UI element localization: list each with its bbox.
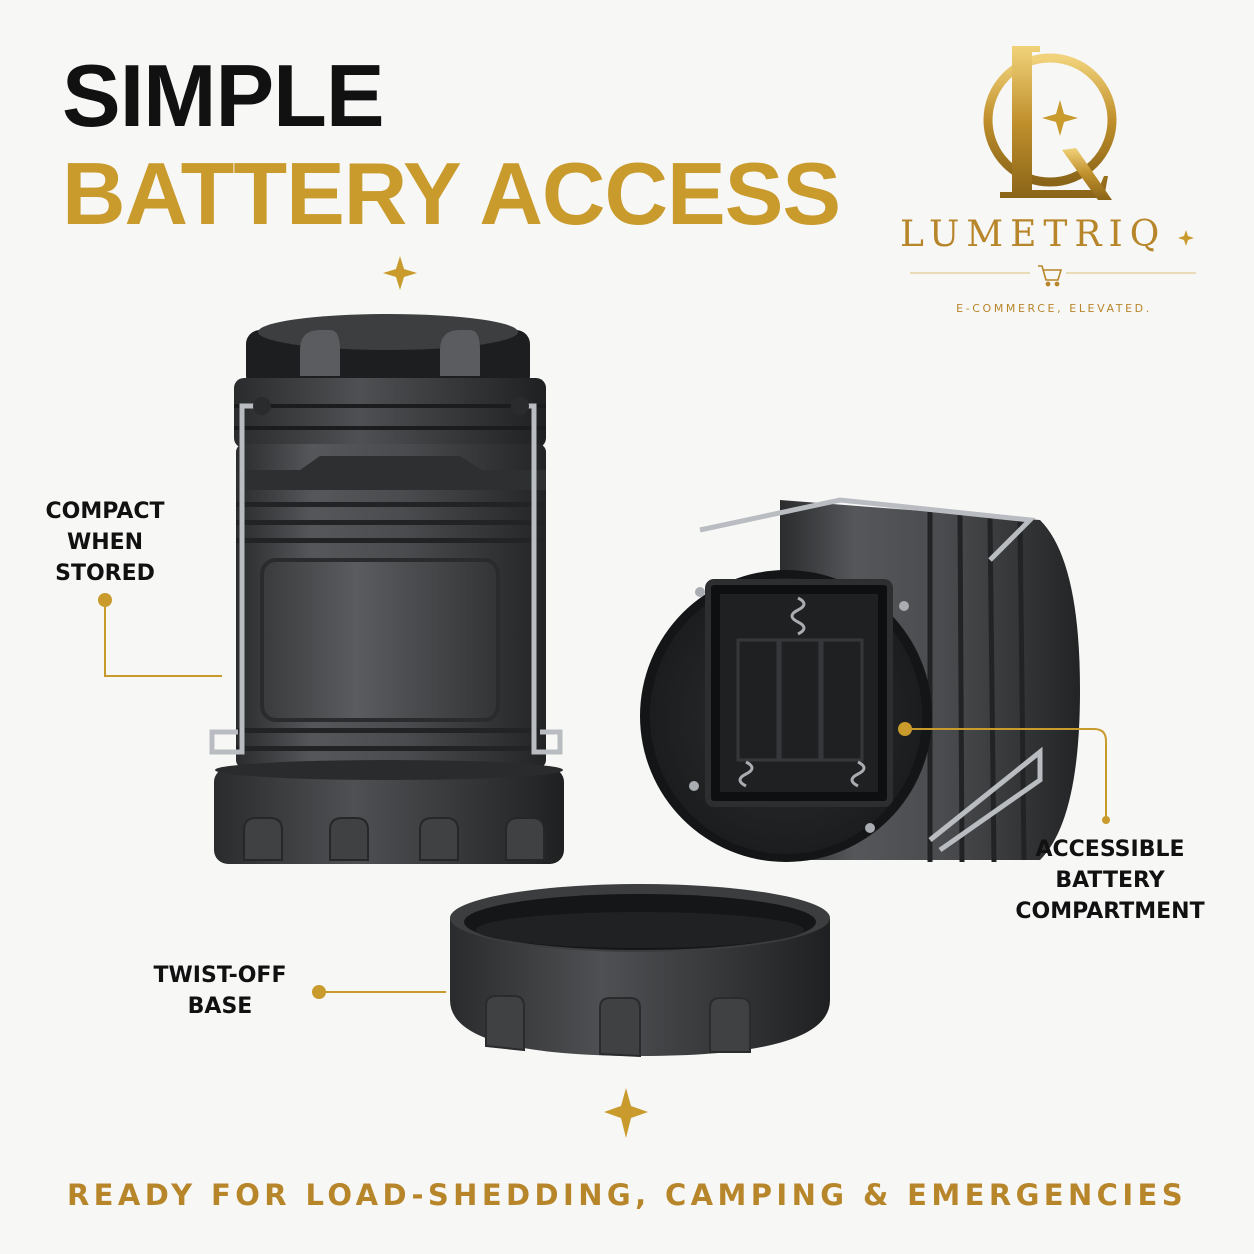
callout-dot-battery-end bbox=[1102, 816, 1110, 824]
brand-rule bbox=[910, 265, 1196, 287]
headline-line-1: SIMPLE bbox=[62, 46, 385, 145]
brand-name: LUMETRIQ bbox=[900, 214, 1167, 255]
footer-divider bbox=[100, 1088, 1152, 1138]
callout-dot-compact bbox=[98, 593, 112, 607]
sparkle-icon bbox=[1178, 230, 1194, 246]
brand-tagline: E-COMMERCE, ELEVATED. bbox=[956, 302, 1152, 315]
callout-line: WHEN bbox=[66, 530, 144, 555]
headline-divider bbox=[62, 256, 790, 290]
callout-dot-twist bbox=[312, 985, 326, 999]
sparkle-icon bbox=[604, 1088, 648, 1138]
callout-line: ACCESSIBLE bbox=[1035, 837, 1185, 862]
twist-off-base bbox=[450, 884, 830, 1058]
brand-monogram-icon bbox=[983, 46, 1194, 246]
shopping-cart-icon bbox=[1038, 265, 1063, 287]
callout-dot-battery bbox=[898, 722, 912, 736]
headline-line-2: BATTERY ACCESS bbox=[62, 144, 841, 243]
callout-compact-when-stored: COMPACT WHEN STORED bbox=[30, 496, 180, 589]
callout-line: BATTERY bbox=[1055, 868, 1165, 893]
callout-leader-compact bbox=[104, 600, 222, 677]
callout-line: TWIST-OFF bbox=[153, 963, 287, 988]
callout-line: BASE bbox=[187, 994, 253, 1019]
callout-line: COMPACT bbox=[45, 499, 165, 524]
callout-line: COMPARTMENT bbox=[1015, 899, 1205, 924]
sparkle-icon bbox=[1042, 100, 1078, 136]
callout-accessible-battery: ACCESSIBLE BATTERY COMPARTMENT bbox=[1000, 834, 1220, 927]
lantern-battery-view bbox=[640, 497, 1080, 863]
callout-leader-battery bbox=[905, 728, 1107, 820]
callout-twist-off-base: TWIST-OFF BASE bbox=[150, 960, 290, 1022]
lantern-upright bbox=[209, 314, 564, 864]
sparkle-icon bbox=[383, 256, 417, 290]
callout-line: STORED bbox=[55, 561, 155, 586]
footer-text: READY FOR LOAD-SHEDDING, CAMPING & EMERG… bbox=[66, 1178, 1188, 1212]
